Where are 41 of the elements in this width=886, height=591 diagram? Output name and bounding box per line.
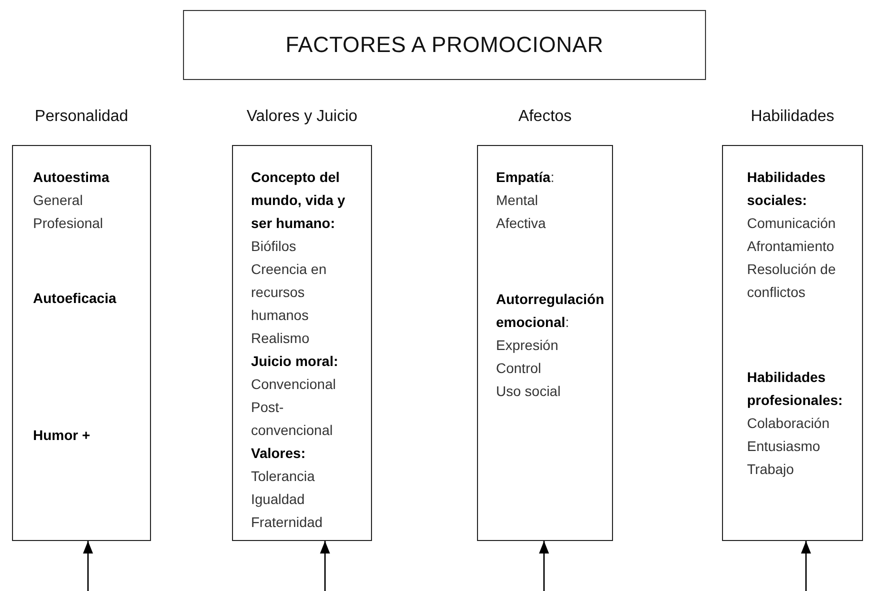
list-item: Convencional [251,375,337,394]
list-item: Igualdad [251,490,306,509]
column-heading: Afectos [517,108,573,126]
list-item: Post-convencional [251,398,334,440]
arrow [320,541,330,591]
list-item: Profesional [33,214,104,233]
list-item: Comunicación [747,214,837,233]
list-item: Entusiasmo [747,437,822,456]
list-item: General [33,191,84,210]
list-item: Creencia en recursos humanos [251,260,328,325]
section-heading: Concepto del mundo, vida y ser humano: [251,168,346,233]
list-item: Tolerancia [251,467,316,486]
arrow [538,541,550,591]
section-heading: Autoestima [33,168,110,187]
list-item: Colaboración [747,414,830,434]
list-item: Trabajo [747,460,795,480]
list-item: Control [496,358,542,378]
column-heading: Habilidades [750,108,836,126]
list-item: Realismo [251,329,310,348]
list-item: Mental [496,191,540,210]
section-heading: Autorregulación emocional: [496,290,606,332]
arrow [82,541,94,591]
list-item: Expresión [496,336,560,355]
list-item: Biófilos [251,237,298,256]
section-heading: Autoeficacia [33,288,118,308]
list-item: Uso social [496,382,562,401]
section-heading: Empatía: [496,168,556,187]
title-text: FACTORES A PROMOCIONAR [286,32,604,58]
column-heading: Valores y Juicio [246,108,358,126]
section-heading: Habilidades profesionales: [747,368,844,410]
list-item: Fraternidad [251,513,324,532]
column-heading: Personalidad [34,108,130,126]
section-heading: Valores: [251,444,306,463]
title-box [183,10,706,80]
section-heading: Habilidades sociales: [747,168,827,210]
list-item: Afectiva [496,214,547,233]
section-heading: Humor + [33,426,92,445]
list-item: Resolución de conflictos [747,260,837,302]
list-item: Afrontamiento [747,237,836,256]
arrow [800,541,812,591]
section-heading: Juicio moral: [251,352,340,371]
